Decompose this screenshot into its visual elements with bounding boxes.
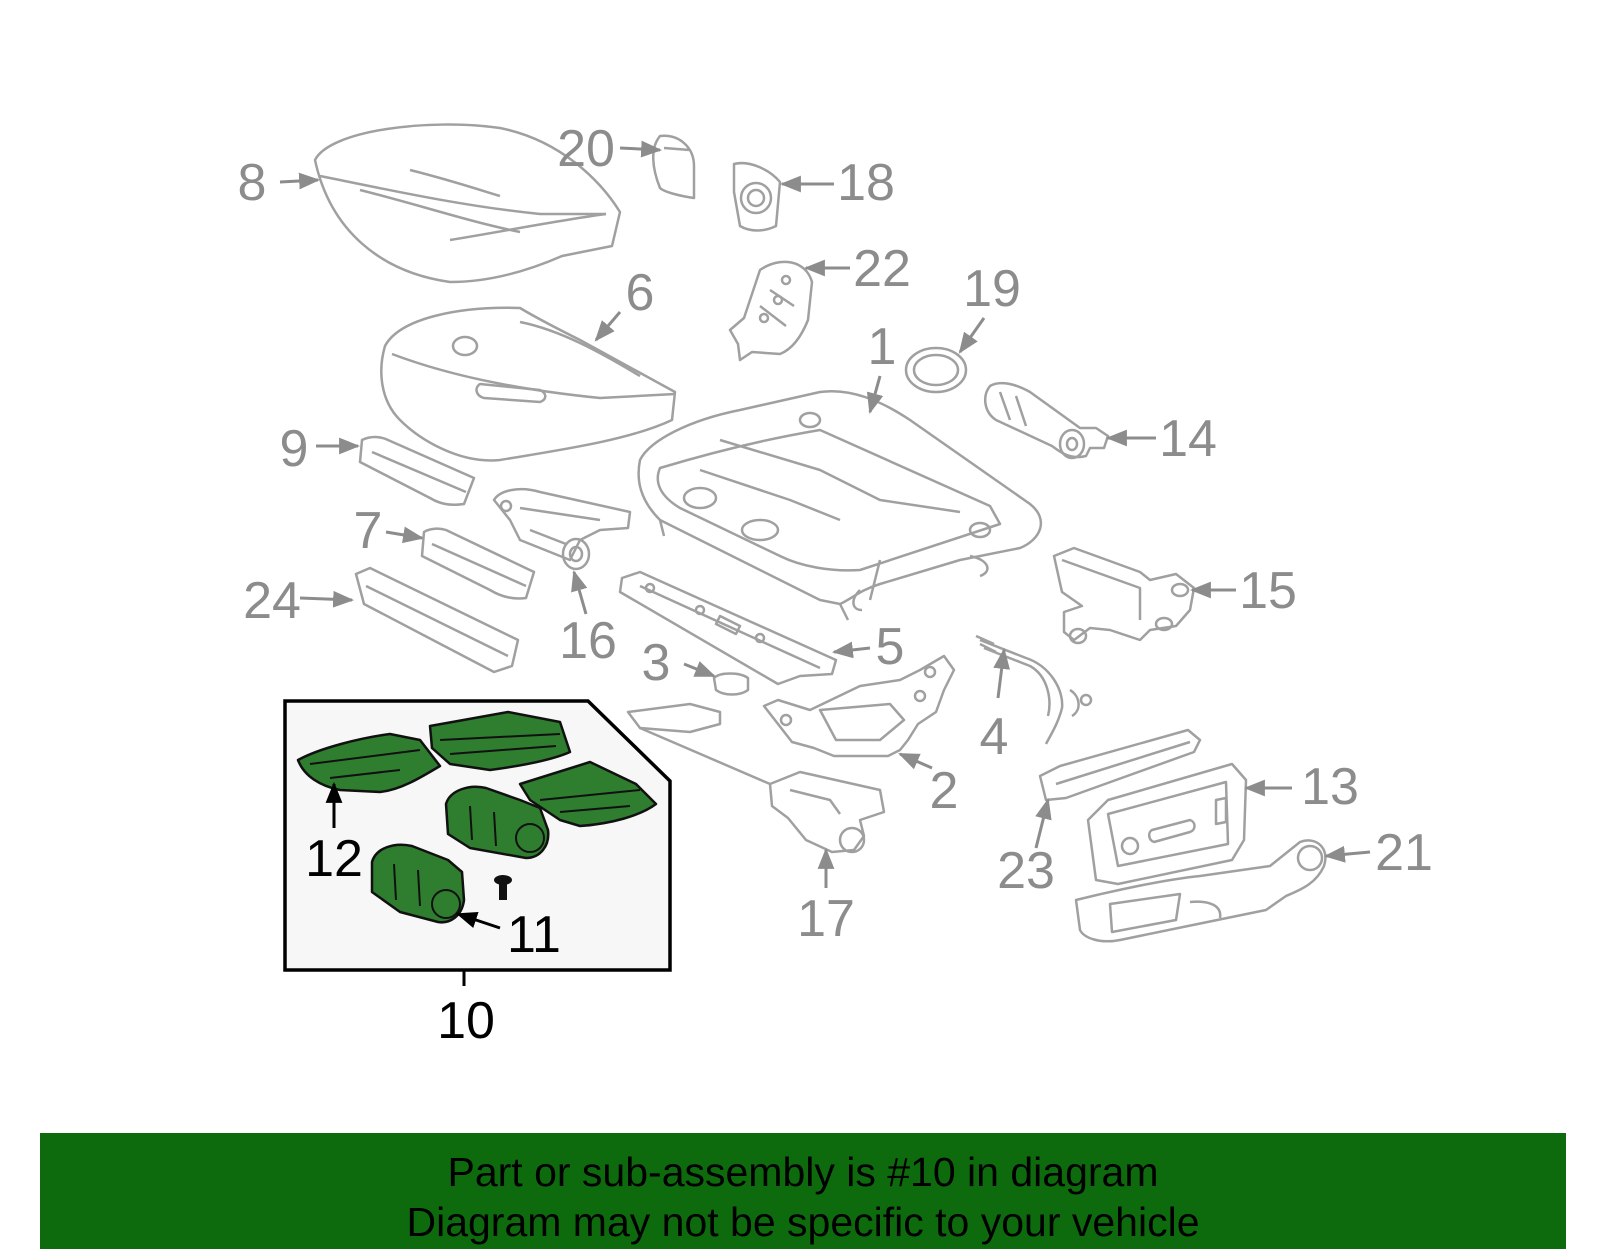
banner-line-2: Diagram may not be specific to your vehi… bbox=[406, 1199, 1200, 1245]
callout-21: 21 bbox=[1375, 824, 1433, 882]
fan-housing-upper bbox=[444, 785, 550, 860]
callout-9: 9 bbox=[280, 420, 309, 478]
part-15-motor bbox=[1052, 546, 1196, 645]
part-21-side-trim bbox=[1074, 839, 1327, 943]
part-20-cover-cap bbox=[652, 134, 696, 200]
callout-4: 4 bbox=[980, 708, 1009, 766]
part-14-motor bbox=[983, 381, 1110, 460]
callout-1: 1 bbox=[868, 318, 897, 376]
part-13-switch-housing bbox=[1086, 762, 1248, 886]
part-24-trim-panel bbox=[354, 566, 520, 674]
callout-15: 15 bbox=[1239, 562, 1297, 620]
part-3-clip bbox=[712, 672, 750, 696]
banner-line-1: Part or sub-assembly is #10 in diagram bbox=[447, 1149, 1159, 1195]
part-6-cushion-pad bbox=[380, 306, 677, 462]
callout-14: 14 bbox=[1159, 410, 1217, 468]
callout-11: 11 bbox=[507, 906, 561, 964]
inset-part-10 bbox=[283, 699, 672, 986]
callout-22: 22 bbox=[853, 240, 911, 298]
callout-6: 6 bbox=[626, 264, 655, 322]
callout-20: 20 bbox=[557, 120, 615, 178]
part-19-ring bbox=[904, 346, 968, 394]
callout-23: 23 bbox=[997, 842, 1055, 900]
part-7-trim-strip bbox=[420, 527, 536, 600]
callout-8: 8 bbox=[238, 154, 267, 212]
callout-3: 3 bbox=[642, 634, 671, 692]
callout-17: 17 bbox=[797, 890, 855, 948]
part-5-seat-track bbox=[618, 570, 838, 686]
part-9-trim-strip bbox=[358, 435, 476, 506]
heater-pad-right bbox=[518, 760, 658, 828]
callout-19: 19 bbox=[963, 260, 1021, 318]
callout-2: 2 bbox=[930, 762, 959, 820]
part-18-trim-ring bbox=[732, 161, 782, 232]
info-banner: Part or sub-assembly is #10 in diagram D… bbox=[40, 1133, 1566, 1249]
part-16-motor bbox=[492, 488, 632, 571]
callout-24: 24 bbox=[243, 572, 301, 630]
callout-16: 16 bbox=[559, 612, 617, 670]
part-1-seat-frame bbox=[637, 390, 1042, 621]
leader-lines bbox=[279, 140, 1371, 888]
callout-7: 7 bbox=[354, 502, 383, 560]
part-2-bracket bbox=[762, 654, 956, 758]
part-4-cable bbox=[975, 634, 1093, 745]
callout-18: 18 bbox=[837, 154, 895, 212]
callout-5: 5 bbox=[876, 618, 905, 676]
callout-13: 13 bbox=[1301, 758, 1359, 816]
part-8-cushion-cover bbox=[313, 123, 622, 284]
part-17-cable-motor bbox=[626, 702, 886, 854]
part-23-trim-strip bbox=[1038, 728, 1202, 802]
screw-icon bbox=[494, 875, 512, 900]
callout-10: 10 bbox=[437, 992, 495, 1050]
part-22-bracket bbox=[728, 260, 814, 362]
callout-12: 12 bbox=[305, 830, 363, 888]
heater-pad-upper bbox=[428, 710, 572, 772]
